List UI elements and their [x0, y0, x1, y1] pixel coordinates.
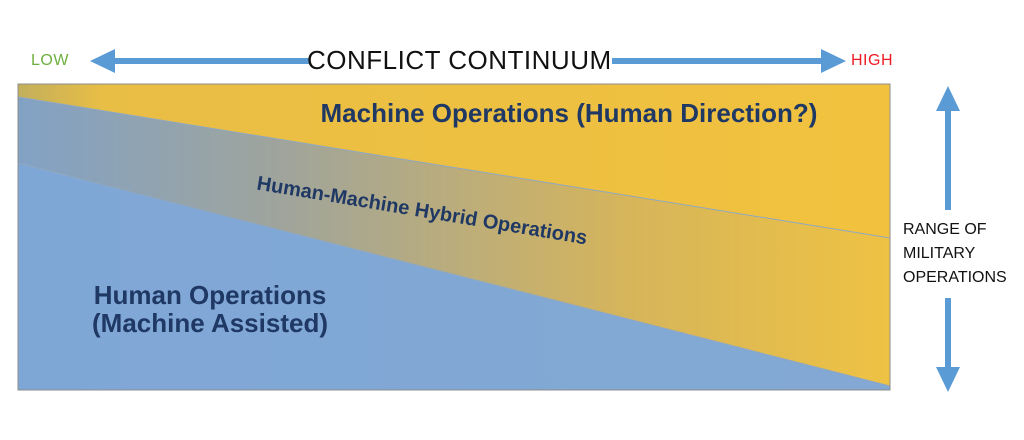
machine-operations-label: Machine Operations (Human Direction?) [320, 98, 818, 128]
low-label: LOW [31, 52, 69, 69]
operations-bands [17, 83, 891, 391]
right-arrowhead-icon [821, 49, 846, 73]
continuum-title: CONFLICT CONTINUUM [307, 45, 612, 75]
continuum-arrow-right-icon [612, 49, 846, 73]
high-label: HIGH [851, 52, 893, 69]
human-operations-label-line1: Human Operations [93, 280, 327, 310]
vertical-arrowhead-top-icon [936, 86, 960, 111]
lower-divider-line [17, 162, 891, 387]
hybrid-operations-band [18, 97, 890, 386]
range-label-line3: OPERATIONS [903, 269, 1007, 286]
left-arrowhead-icon [90, 49, 115, 73]
vertical-arrowhead-bottom-icon [936, 367, 960, 392]
machine-operations-band [18, 84, 890, 238]
diagram-border [17, 83, 891, 391]
human-operations-label-line2: (Machine Assisted) [92, 308, 328, 338]
human-operations-label: Human Operations (Machine Assisted) [60, 281, 360, 337]
range-label-line2: MILITARY [903, 245, 976, 262]
upper-divider-line [17, 96, 891, 239]
range-of-military-operations-label: RANGE OF MILITARY OPERATIONS [899, 210, 1017, 298]
range-label-line1: RANGE OF [903, 221, 987, 238]
continuum-arrow-left-icon [90, 49, 310, 73]
